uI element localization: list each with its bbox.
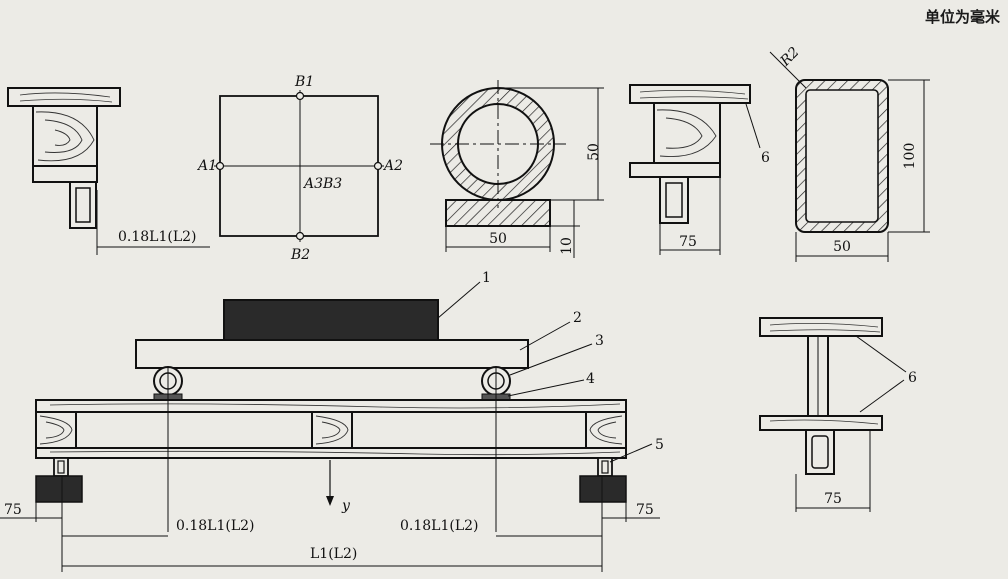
callout-4: 4 bbox=[586, 371, 595, 387]
dim-75-top: 75 bbox=[679, 234, 697, 250]
callout-6-a: 6 bbox=[761, 150, 770, 166]
callout-2: 2 bbox=[573, 310, 582, 326]
end-detail-left: 0.18L1(L2) bbox=[7, 87, 210, 255]
dim-10: 10 bbox=[559, 237, 575, 255]
main-elevation: 1 2 3 4 5 bbox=[0, 270, 664, 572]
callout-1: 1 bbox=[482, 270, 491, 286]
dim-75-side: 75 bbox=[824, 491, 842, 507]
dim-100: 100 bbox=[902, 143, 918, 170]
dim-50-rect: 50 bbox=[833, 239, 851, 255]
rect-tube-section: R2 100 50 bbox=[769, 44, 930, 262]
label-a3b3: A3B3 bbox=[302, 176, 342, 192]
dim-018-top: 0.18L1(L2) bbox=[118, 229, 197, 245]
label-r2: R2 bbox=[777, 44, 803, 70]
dim-50-width: 50 bbox=[489, 231, 507, 247]
round-tube-section: 50 10 50 bbox=[430, 80, 604, 258]
callout-5: 5 bbox=[655, 437, 664, 453]
dim-75-left: 75 bbox=[4, 502, 22, 518]
label-a1: A1 bbox=[196, 158, 217, 174]
unit-note: 单位为毫米 bbox=[924, 8, 1000, 26]
side-view: 6 75 bbox=[759, 317, 917, 512]
dim-018-left: 0.18L1(L2) bbox=[176, 518, 255, 534]
callout-6-b: 6 bbox=[908, 370, 917, 386]
end-detail-right: 75 6 bbox=[629, 84, 770, 255]
label-b1: B1 bbox=[294, 74, 314, 90]
plate-plan: B1 B2 A1 A2 A3B3 bbox=[196, 74, 403, 263]
dim-018-right: 0.18L1(L2) bbox=[400, 518, 479, 534]
label-a2: A2 bbox=[382, 158, 403, 174]
axis-y-label: y bbox=[341, 498, 351, 514]
dim-L: L1(L2) bbox=[310, 546, 357, 562]
callout-3: 3 bbox=[595, 333, 604, 349]
label-b2: B2 bbox=[290, 247, 310, 263]
dim-75-right: 75 bbox=[636, 502, 654, 518]
dim-50-height: 50 bbox=[586, 143, 602, 161]
